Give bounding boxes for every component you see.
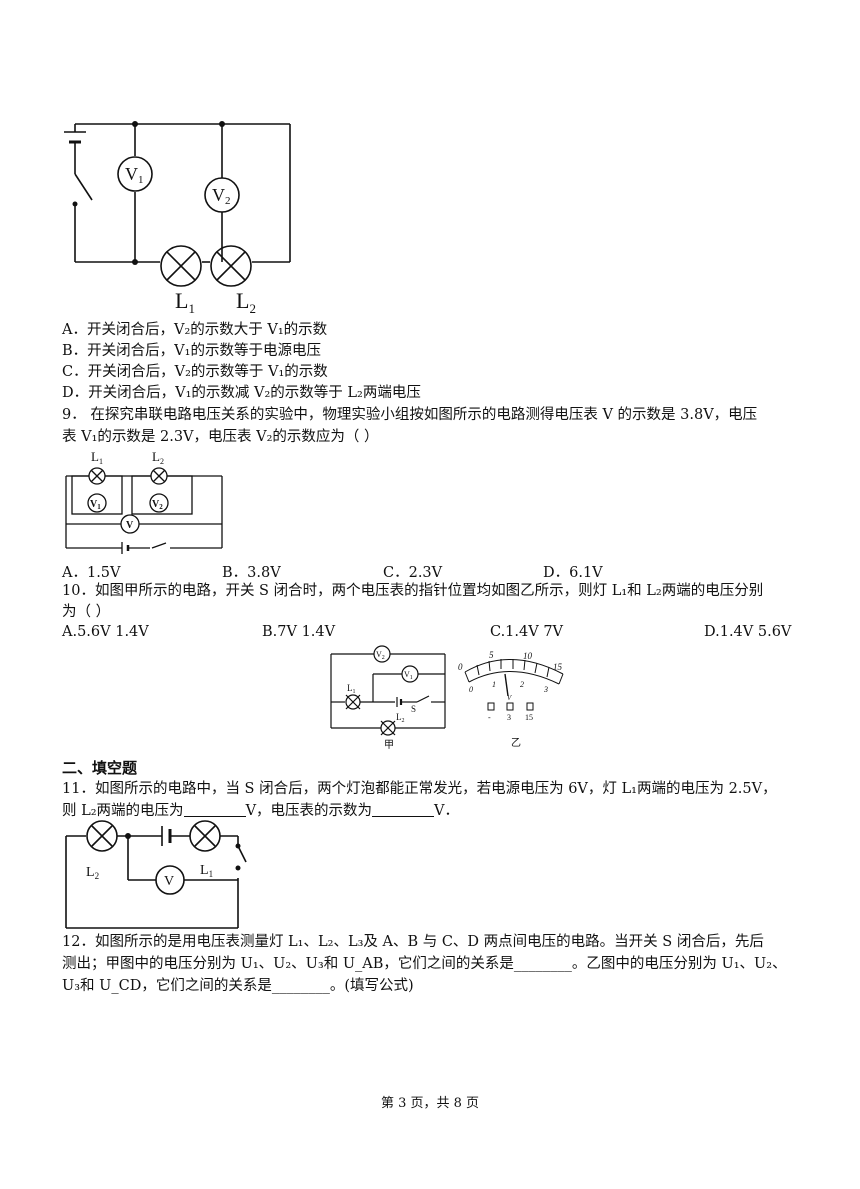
q10-option-d: D.1.4V 5.6V — [704, 624, 792, 640]
v1-label: V1 — [404, 670, 413, 681]
top-tick-0: 0 — [458, 662, 463, 672]
top-tick-10: 10 — [523, 651, 533, 661]
l2-label: L2 — [152, 449, 164, 466]
v1-label: V1 — [90, 499, 101, 511]
terminal-3: 3 — [507, 713, 511, 722]
caption-yi: 乙 — [511, 737, 521, 749]
q8-option-d: D．开关闭合后，V₁的示数减 V₂的示数等于 L₂两端电压 — [62, 385, 421, 401]
s-label: S — [411, 704, 416, 714]
q11-stem-line1: 11．如图所示的电路中，当 S 闭合后，两个灯泡都能正常发光，若电源电压为 6V… — [62, 781, 777, 797]
q10-option-b: B.7V 1.4V — [262, 624, 336, 640]
l1-label: L1 — [200, 863, 213, 879]
q9-option-c: C．2.3V — [383, 565, 443, 581]
q12-stem-line2: 测出；甲图中的电压分别为 U₁、U₂、U₃和 U_AB，它们之间的关系是____… — [62, 956, 787, 972]
q11-text-c: V． — [434, 803, 460, 819]
q12-stem-line1: 12．如图所示的是用电压表测量灯 L₁、L₂、L₃及 A、B 与 C、D 两点间… — [62, 934, 764, 950]
q11-blank-2[interactable] — [372, 802, 435, 817]
q9-option-a: A．1.5V — [62, 565, 121, 581]
terminal-15: 15 — [525, 713, 533, 722]
q9-stem-line1: 9． 在探究串联电路电压关系的实验中，物理实验小组按如图所示的电路测得电压表 V… — [62, 407, 758, 423]
q8-option-a: A．开关闭合后，V₂的示数大于 V₁的示数 — [62, 322, 328, 338]
v2-label: V2 — [212, 185, 231, 207]
q10-option-c: C.1.4V 7V — [490, 624, 564, 640]
q10-stem-line1: 10．如图甲所示的电路，开关 S 闭合时，两个电压表的指针位置均如图乙所示，则灯… — [62, 583, 764, 599]
q11-text-b: V，电压表的示数为 — [245, 803, 373, 819]
top-tick-5: 5 — [489, 650, 494, 660]
bottom-tick-3: 3 — [543, 685, 548, 694]
page-footer: 第 3 页，共 8 页 — [380, 1096, 480, 1111]
q9-circuit-figure: L1 L2 V1 V2 V — [62, 448, 232, 554]
q10-stem-line2: 为（ ） — [62, 604, 111, 620]
l1-label: L1 — [91, 449, 103, 466]
q11-text-a: 则 L₂两端的电压为 — [62, 803, 184, 819]
q9-stem-line2: 表 V₁的示数是 2.3V，电压表 V₂的示数应为（ ） — [62, 429, 379, 445]
q8-circuit-figure: V1 V2 L1 L2 — [62, 112, 302, 318]
v2-label: V2 — [376, 650, 385, 661]
bottom-tick-1: 1 — [492, 680, 496, 689]
q11-stem-line2: 则 L₂两端的电压为 V，电压表的示数为 V． — [62, 802, 459, 820]
v1-label: V1 — [125, 164, 144, 186]
q10-figure-yi: 0 5 10 15 0 1 2 3 V - 3 15 乙 — [455, 648, 575, 752]
q11-blank-1[interactable] — [183, 802, 246, 817]
q9-option-d: D．6.1V — [543, 565, 603, 581]
bottom-tick-2: 2 — [520, 680, 524, 689]
q12-stem-line3: U₃和 U_CD，它们之间的关系是________。(填写公式) — [62, 978, 414, 994]
q10-figure-jia: V2 V1 L1 S L2 甲 — [325, 644, 455, 752]
terminal-minus: - — [488, 713, 491, 722]
q10-option-a: A.5.6V 1.4V — [62, 624, 149, 640]
caption-jia: 甲 — [384, 740, 394, 751]
q11-circuit-figure: L2 L1 V — [62, 818, 252, 930]
q8-option-c: C．开关闭合后，V₂的示数等于 V₁的示数 — [62, 364, 328, 380]
l1-label: L1 — [347, 683, 356, 695]
q8-option-b: B．开关闭合后，V₁的示数等于电源电压 — [62, 343, 321, 359]
l2-label: L2 — [396, 712, 405, 724]
v2-label: V2 — [152, 499, 163, 511]
l1-label: L1 — [175, 288, 195, 316]
bottom-tick-0: 0 — [469, 685, 473, 694]
top-tick-15: 15 — [553, 662, 563, 672]
v-label: V — [164, 874, 174, 889]
l2-label: L2 — [236, 288, 256, 316]
section-title: 二、填空题 — [62, 759, 138, 777]
q9-option-b: B．3.8V — [222, 565, 281, 581]
v-label: V — [126, 520, 134, 531]
l2-label: L2 — [86, 865, 99, 881]
unit-label: V — [507, 694, 512, 702]
